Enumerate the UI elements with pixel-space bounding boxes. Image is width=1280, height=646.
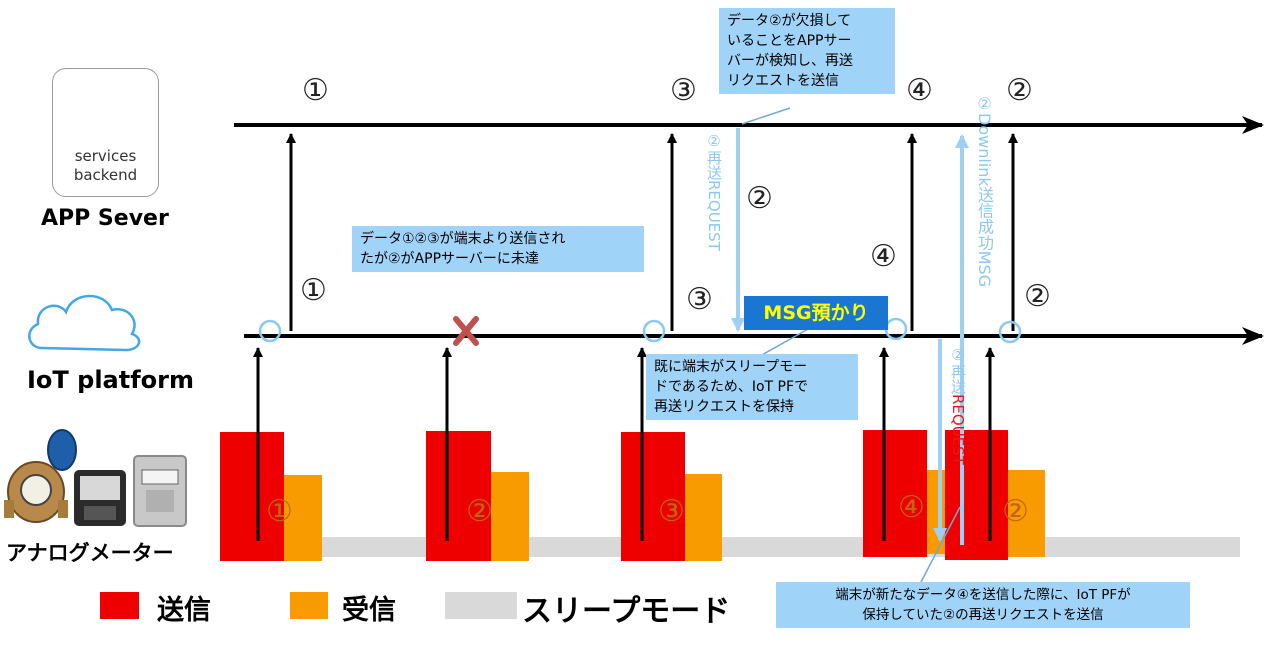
callout-sleep-hold: 既に端末がスリープモー ドであるため、IoT PFで 再送リクエストを保持 bbox=[646, 354, 858, 420]
app-server-box-line1: services bbox=[74, 147, 137, 165]
callout-line: 端末が新たなデータ④を送信した際に、IoT PFが bbox=[835, 587, 1131, 603]
callout-line: たが②がAPPサーバーに未達 bbox=[360, 251, 539, 267]
server-number: ③ bbox=[670, 73, 697, 108]
server-number: ② bbox=[1006, 73, 1033, 108]
receive-bar bbox=[685, 474, 722, 561]
resend-request-label-2: ②再送REQUEST bbox=[948, 346, 969, 465]
iot-platform-label: IoT platform bbox=[27, 366, 194, 394]
app-server-box: services backend bbox=[52, 68, 159, 197]
platform-marker bbox=[258, 319, 282, 343]
resend-request-prefix: ②再送 bbox=[949, 346, 967, 394]
device-number: ② bbox=[466, 494, 493, 529]
resend-request-label: ②再送REQUEST bbox=[705, 132, 723, 251]
callout-data-lost: データ①②③が端末より送信され たが②がAPPサーバーに未達 bbox=[352, 226, 644, 272]
server-number: ④ bbox=[906, 73, 933, 108]
water-meter-icon bbox=[4, 429, 77, 523]
legend-label-send: 送信 bbox=[157, 595, 211, 626]
callout-line: バーが検知し、再送 bbox=[727, 53, 853, 69]
legend-swatch-send bbox=[100, 592, 139, 619]
callout-line: ドであるため、IoT PFで bbox=[654, 379, 809, 395]
lost-data-mark bbox=[453, 316, 479, 346]
device-number: ③ bbox=[658, 494, 685, 529]
callout-pointer bbox=[741, 107, 791, 125]
sleep-band bbox=[226, 537, 1240, 557]
send-bar bbox=[945, 430, 1008, 560]
platform-number: ② bbox=[746, 181, 773, 216]
app-server-box-text: services backend bbox=[53, 147, 158, 185]
device-number: ④ bbox=[898, 490, 925, 525]
platform-marker bbox=[998, 320, 1022, 344]
electric-meter-icon bbox=[74, 470, 126, 526]
legend-swatch-receive bbox=[290, 592, 328, 619]
callout-pointer bbox=[759, 327, 811, 357]
receive-bar bbox=[1008, 470, 1045, 557]
callout-line: リクエストを送信 bbox=[727, 73, 839, 89]
platform-number: ③ bbox=[686, 282, 713, 317]
legend-label-receive: 受信 bbox=[342, 595, 396, 626]
downlink-success-label: ②Downlink送信成功MSG bbox=[975, 94, 994, 287]
callout-line: いることをAPPサー bbox=[727, 33, 852, 49]
platform-number: ① bbox=[300, 273, 327, 308]
callout-line: 再送リクエストを保持 bbox=[654, 399, 794, 415]
send-bar bbox=[220, 432, 284, 561]
callout-line: 保持していた②の再送リクエストを送信 bbox=[862, 607, 1104, 623]
send-bar bbox=[621, 432, 685, 561]
callout-resend-detected: データ②が欠損して いることをAPPサー バーが検知し、再送 リクエストを送信 bbox=[719, 8, 895, 94]
app-server-label: APP Sever bbox=[41, 206, 169, 231]
callout-pointer bbox=[919, 506, 961, 585]
server-number: ① bbox=[302, 73, 329, 108]
meter-label: アナログメーター bbox=[6, 541, 174, 565]
callout-line: 既に端末がスリープモー bbox=[654, 359, 808, 375]
device-number: ② bbox=[1002, 494, 1029, 529]
callout-resend-sent: 端末が新たなデータ④を送信した際に、IoT PFが 保持していた②の再送リクエス… bbox=[776, 582, 1190, 628]
receive-bar bbox=[491, 472, 529, 561]
bar-group-2 bbox=[426, 431, 529, 561]
platform-marker bbox=[642, 319, 666, 343]
send-bar bbox=[863, 430, 927, 557]
platform-number: ② bbox=[1024, 279, 1051, 314]
cloud-icon bbox=[28, 294, 141, 352]
gas-meter-icon bbox=[133, 455, 187, 527]
send-bar bbox=[426, 431, 491, 561]
bar-group-1 bbox=[220, 432, 322, 561]
bar-group-3 bbox=[621, 432, 722, 561]
legend-label-sleep: スリープモード bbox=[522, 594, 731, 629]
app-server-box-line2: backend bbox=[73, 166, 138, 184]
msg-held-badge: MSG預かり bbox=[744, 296, 888, 330]
resend-request-suffix: REQUEST bbox=[949, 394, 967, 465]
legend-swatch-sleep bbox=[445, 592, 517, 619]
device-number: ① bbox=[266, 494, 293, 529]
platform-number: ④ bbox=[870, 239, 897, 274]
receive-bar bbox=[284, 475, 322, 561]
callout-line: データ①②③が端末より送信され bbox=[360, 231, 566, 247]
callout-line: データ②が欠損して bbox=[727, 13, 852, 29]
